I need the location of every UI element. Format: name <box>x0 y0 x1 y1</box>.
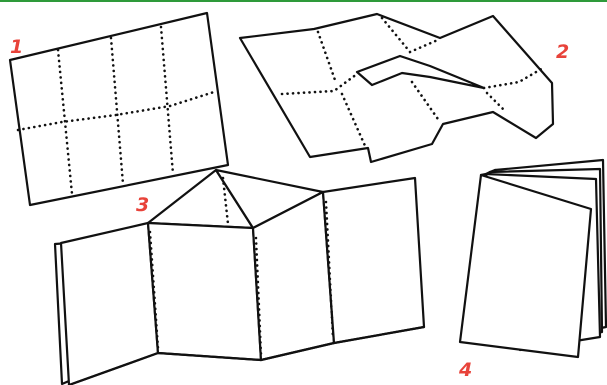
booklet-front-cover <box>460 175 591 357</box>
step-label-3: 3 <box>136 194 149 216</box>
step-label-1: 1 <box>10 36 23 58</box>
accordion-fold-step-3 <box>55 170 424 385</box>
accordion-front-panel-2 <box>148 223 261 360</box>
flat-sheet-outline <box>10 13 228 205</box>
accordion-front-panel-1 <box>61 223 158 385</box>
accordion-front-panel-4 <box>323 178 424 343</box>
flat-sheet-step-1 <box>10 13 228 205</box>
booklet-step-4 <box>460 160 606 357</box>
step-label-4: 4 <box>458 359 472 381</box>
step-label-2: 2 <box>556 41 569 63</box>
slit-sheet-step-2 <box>240 14 553 162</box>
